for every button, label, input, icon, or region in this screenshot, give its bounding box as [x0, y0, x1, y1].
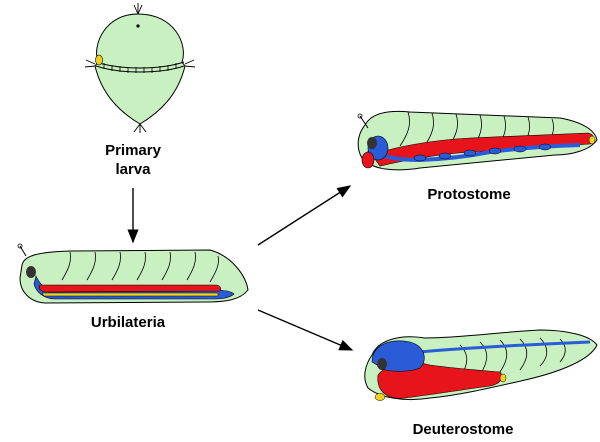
arrow-to-deuterostome — [257, 309, 354, 351]
primary-larva-label-line1: Primary — [105, 142, 162, 159]
urbilateria-label: Urbilateria — [91, 314, 166, 331]
urbilateria-illustration — [17, 243, 249, 304]
protostome-label: Protostome — [427, 186, 510, 203]
deuterostome-label: Deuterostome — [413, 421, 514, 438]
deuterostome-illustration — [364, 329, 598, 401]
arrow-to-protostome — [257, 185, 352, 246]
protostome-illustration — [357, 110, 598, 171]
primary-larva-illustration — [84, 3, 196, 133]
primary-larva-label-line2: larva — [115, 161, 151, 178]
